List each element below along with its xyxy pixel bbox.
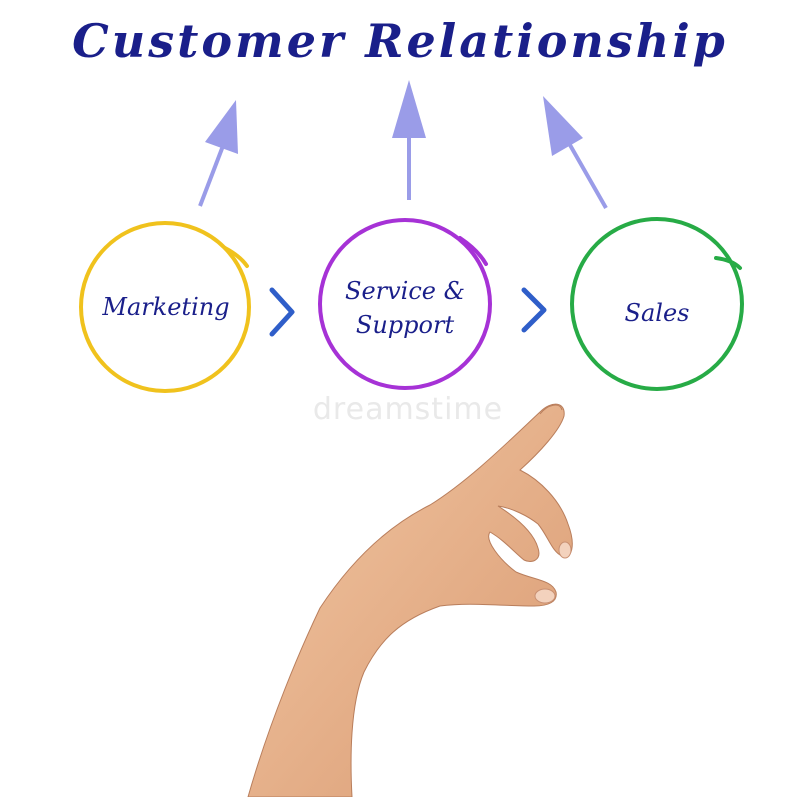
pointing-hand: [247, 403, 573, 797]
marketing-label: Marketing: [102, 293, 230, 321]
up-arrow-right: [543, 96, 608, 209]
chevron-right-icon: [521, 287, 547, 333]
sales-label: Sales: [624, 299, 690, 327]
service-support-circle: [318, 218, 492, 390]
sales-circle: [570, 217, 744, 391]
chevron-right-icon: [269, 287, 295, 337]
service-support-label: Service & Support: [345, 277, 465, 339]
marketing-circle: [79, 221, 251, 393]
watermark-text: dreamstime: [312, 392, 504, 427]
diagram-title: Customer Relationship: [72, 14, 728, 68]
up-arrow-center: [392, 80, 426, 200]
up-arrow-left: [198, 100, 238, 207]
